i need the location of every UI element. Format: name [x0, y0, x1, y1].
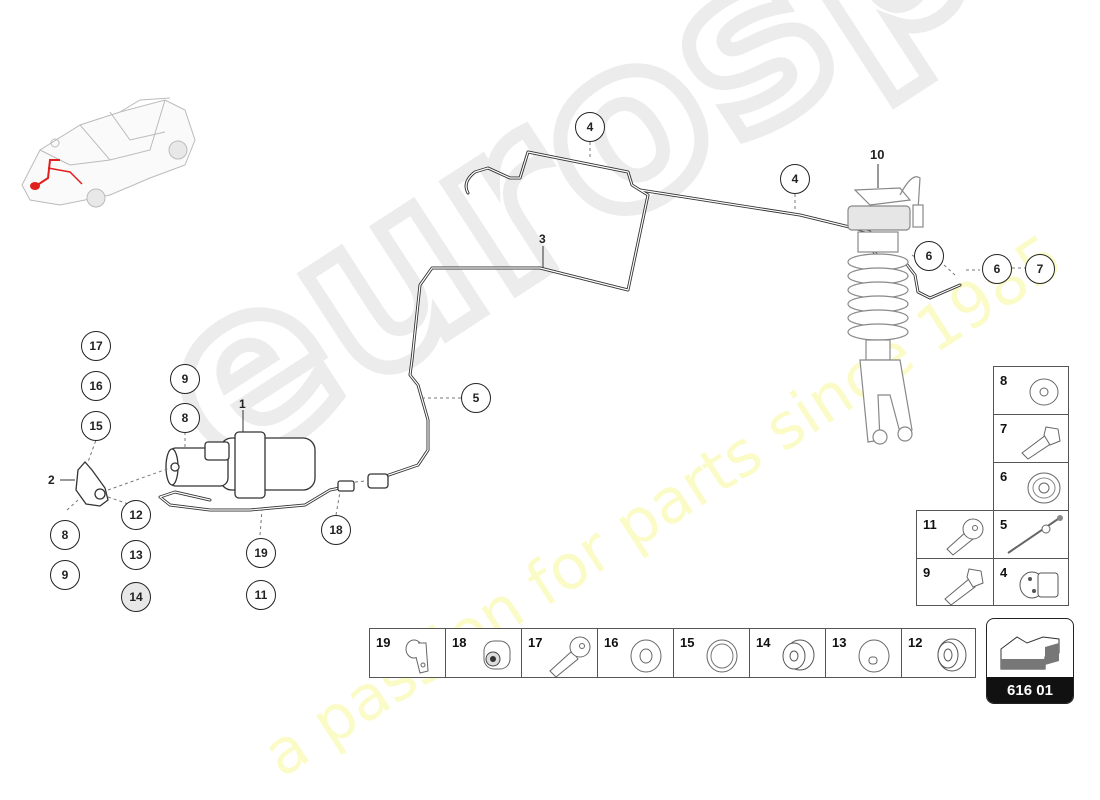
button-head-screw-icon	[549, 636, 591, 677]
reference-code: 616 01	[987, 677, 1073, 703]
pipe-clip-icon	[1019, 571, 1059, 599]
cable-tie-icon	[1007, 515, 1063, 554]
parts-cell-19[interactable]: 19	[369, 628, 446, 678]
callout-12[interactable]: 12	[121, 500, 151, 530]
part-label-3: 3	[539, 232, 546, 246]
callout-4-strut[interactable]: 4	[780, 164, 810, 194]
car-overview-icon	[21, 97, 196, 208]
hex-bolt-icon	[944, 568, 984, 605]
callout-6-strut[interactable]: 6	[914, 241, 944, 271]
parts-cell-16[interactable]: 16	[597, 628, 674, 678]
hydraulic-pump-icon	[165, 431, 316, 499]
parts-cell-8[interactable]: 8	[993, 366, 1069, 415]
callout-8-bracket[interactable]: 8	[50, 520, 80, 550]
hose-clamp-icon	[405, 639, 429, 674]
parts-cell-6[interactable]: 6	[993, 462, 1069, 511]
callout-8-pump[interactable]: 8	[170, 403, 200, 433]
nut-icon	[937, 638, 967, 672]
bushing-icon	[782, 639, 815, 671]
seal-ring-icon	[706, 639, 738, 673]
callout-11[interactable]: 11	[246, 580, 276, 610]
bracket-icon	[75, 461, 109, 507]
parts-cell-18[interactable]: 18	[445, 628, 522, 678]
parts-cell-17[interactable]: 17	[521, 628, 598, 678]
spacer-washer-icon	[858, 639, 890, 673]
parts-cell-9[interactable]: 9	[916, 558, 994, 606]
parts-cell-7[interactable]: 7	[993, 414, 1069, 463]
callout-19[interactable]: 19	[246, 538, 276, 568]
callout-9-pump[interactable]: 9	[170, 364, 200, 394]
callout-18[interactable]: 18	[321, 515, 351, 545]
parts-cell-11[interactable]: 11	[916, 510, 994, 559]
shock-absorber-icon	[847, 176, 924, 445]
hex-bolt-icon	[1021, 426, 1061, 460]
parts-cell-14[interactable]: 14	[749, 628, 826, 678]
grommet-icon	[1027, 472, 1061, 504]
part-label-1: 1	[239, 397, 246, 411]
washer-icon	[1029, 378, 1059, 406]
callout-4-upper[interactable]: 4	[575, 112, 605, 142]
callout-14[interactable]: 14	[121, 582, 151, 612]
callout-9-bracket[interactable]: 9	[50, 560, 80, 590]
part-label-2: 2	[48, 473, 55, 487]
direction-arrow-icon	[1000, 636, 1060, 670]
callout-17[interactable]: 17	[81, 331, 111, 361]
parts-cell-4[interactable]: 4	[993, 558, 1069, 606]
callout-15[interactable]: 15	[81, 411, 111, 441]
connector-sleeve-icon	[483, 640, 511, 670]
callout-16[interactable]: 16	[81, 371, 111, 401]
parts-cell-5[interactable]: 5	[993, 510, 1069, 559]
callout-13[interactable]: 13	[121, 540, 151, 570]
callout-5[interactable]: 5	[461, 383, 491, 413]
part-label-10: 10	[870, 147, 885, 162]
callout-7[interactable]: 7	[1025, 254, 1055, 284]
reference-badge: 616 01	[986, 618, 1074, 704]
washer-icon	[630, 639, 662, 673]
parts-cell-12[interactable]: 12	[901, 628, 976, 678]
parts-cell-15[interactable]: 15	[673, 628, 750, 678]
parts-cell-13[interactable]: 13	[825, 628, 902, 678]
button-head-screw-icon	[946, 518, 984, 556]
callout-6[interactable]: 6	[982, 254, 1012, 284]
